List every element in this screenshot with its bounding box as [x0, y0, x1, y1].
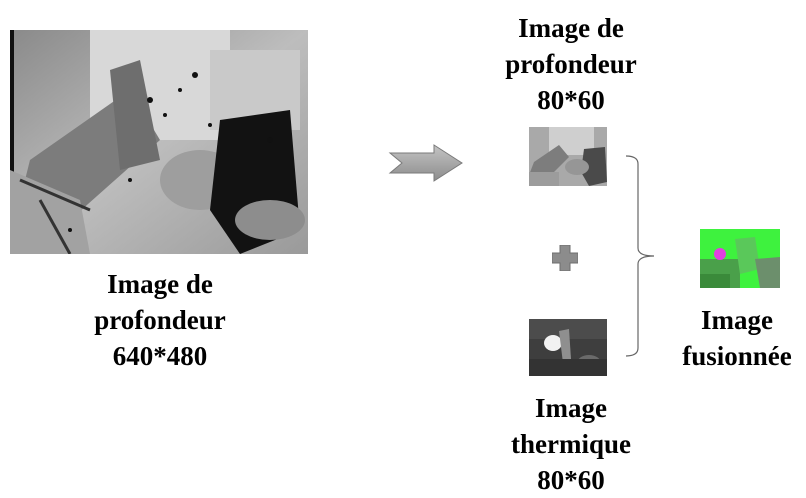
fused-image — [700, 229, 780, 288]
right-arrow-icon — [388, 143, 464, 183]
thermal-label-line3: 80*60 — [537, 465, 605, 495]
thermal-label-line2: thermique — [511, 429, 631, 459]
small-depth-label-line1: Image de — [518, 13, 624, 43]
small-depth-label: Image de profondeur 80*60 — [486, 10, 656, 118]
thermal-label: Image thermique 80*60 — [486, 390, 656, 498]
fused-label-line2: fusionnée — [682, 341, 792, 371]
depth-label-line3: 640*480 — [112, 341, 208, 371]
small-depth-label-line3: 80*60 — [537, 85, 605, 115]
thermal-image-80x60 — [529, 319, 607, 376]
fused-label: Image fusionnée — [670, 302, 804, 374]
depth-image-80x60 — [529, 127, 607, 186]
depth-label-line1: Image de — [107, 269, 213, 299]
small-depth-label-line2: profondeur — [505, 49, 637, 79]
depth-image-640x480 — [10, 30, 308, 254]
depth-image-640x480-label: Image de profondeur 640*480 — [74, 266, 246, 374]
fused-label-line1: Image — [701, 305, 773, 335]
plus-icon — [551, 244, 579, 272]
thermal-label-line1: Image — [535, 393, 607, 423]
depth-label-line2: profondeur — [94, 305, 226, 335]
right-brace-icon — [624, 154, 656, 358]
